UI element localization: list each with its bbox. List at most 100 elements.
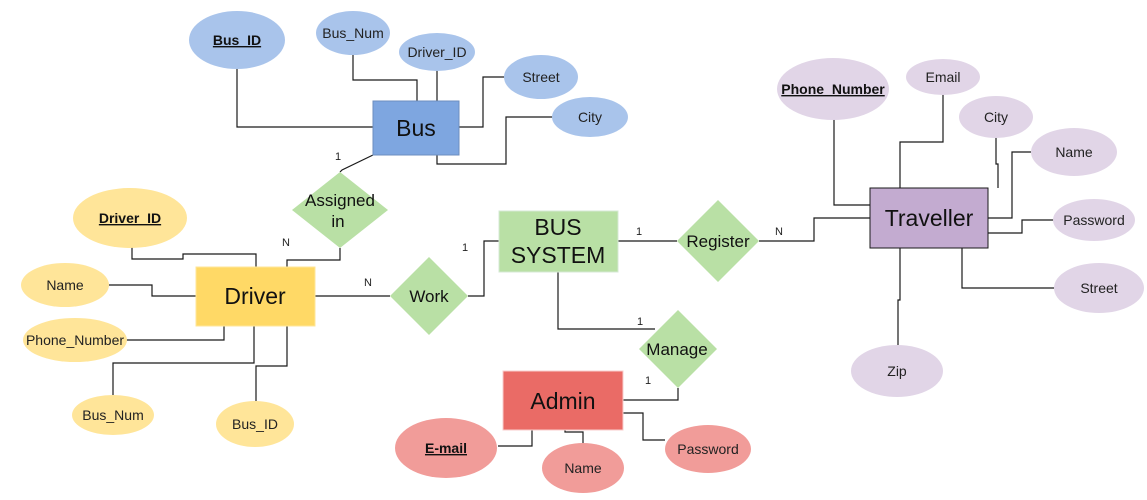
bus-system-group: BUS SYSTEM xyxy=(498,210,619,273)
connector-admin-password xyxy=(623,412,665,441)
connector-bus-busid xyxy=(236,68,373,128)
connector-work-system xyxy=(468,240,499,297)
connector-traveller-zip xyxy=(897,248,901,345)
admin-entity-label: Admin xyxy=(530,388,595,414)
traveller-attr-city[interactable] xyxy=(959,96,1033,138)
admin-attr-password[interactable] xyxy=(665,425,751,473)
traveller-attr-city-label: City xyxy=(984,109,1008,125)
driver-attr-driverid[interactable] xyxy=(73,188,187,248)
connector-manage-admin xyxy=(623,388,679,401)
driver-group: Driver Driver_ID Name Phone_Number Bus_N… xyxy=(21,188,316,447)
connector-register-traveller xyxy=(759,217,870,242)
traveller-attr-name[interactable] xyxy=(1031,128,1117,176)
traveller-attr-name-label: Name xyxy=(1055,144,1093,160)
cardinality-driver-assigned: N xyxy=(282,237,290,249)
bus-entity[interactable] xyxy=(372,100,460,156)
traveller-attr-street-label: Street xyxy=(1080,280,1117,296)
manage-label: Manage xyxy=(646,340,707,359)
cardinality-admin-manage: 1 xyxy=(645,375,651,387)
connector-assigned-driver xyxy=(286,248,341,267)
assigned-in-label-line1: Assigned xyxy=(305,191,375,210)
connector-traveller-phone xyxy=(833,119,870,206)
cardinality-bus-assigned: 1 xyxy=(335,151,341,163)
connector-driver-name xyxy=(109,284,196,297)
driver-attr-phone[interactable] xyxy=(23,318,127,362)
admin-group: Admin E-mail Name Password xyxy=(395,370,751,493)
cardinality-system-work: 1 xyxy=(462,242,468,254)
driver-attr-busid[interactable] xyxy=(216,401,294,447)
connector-admin-name xyxy=(564,430,584,443)
traveller-entity-label: Traveller xyxy=(885,205,974,231)
cardinality-driver-work: N xyxy=(364,277,372,289)
bus-attr-city[interactable] xyxy=(552,97,628,137)
traveller-attr-email[interactable] xyxy=(906,59,980,95)
assigned-in-group: Assigned in xyxy=(292,172,388,248)
admin-attr-name[interactable] xyxy=(542,443,624,493)
bus-attr-street-label: Street xyxy=(522,69,559,85)
bus-attr-driverid-label: Driver_ID xyxy=(407,44,466,60)
bus-entity-label: Bus xyxy=(396,115,436,141)
manage-relationship[interactable] xyxy=(639,310,717,388)
bus-attr-city-label: City xyxy=(578,109,602,125)
bus-attr-street[interactable] xyxy=(504,55,578,99)
traveller-attr-email-label: Email xyxy=(925,69,960,85)
register-group: Register xyxy=(677,200,759,282)
bus-attr-busid[interactable] xyxy=(189,11,285,69)
connector-bus-assigned xyxy=(339,154,374,173)
connector-traveller-password xyxy=(988,219,1054,234)
connector-bus-city xyxy=(436,116,553,165)
admin-entity[interactable] xyxy=(502,370,624,431)
driver-entity-label: Driver xyxy=(224,283,286,309)
connector-bus-busnum xyxy=(352,55,418,101)
register-relationship[interactable] xyxy=(677,200,759,282)
driver-attr-driverid-label: Driver_ID xyxy=(99,210,161,226)
manage-group: Manage xyxy=(639,310,717,388)
connector-driver-phone xyxy=(126,326,225,341)
admin-attr-email[interactable] xyxy=(395,418,497,478)
register-label: Register xyxy=(686,232,750,251)
bus-attr-busid-label: Bus_ID xyxy=(213,32,261,48)
bus-system-entity[interactable] xyxy=(498,210,619,273)
bus-system-label-line1: BUS xyxy=(534,214,581,240)
traveller-attr-password[interactable] xyxy=(1053,199,1135,241)
cardinality-system-manage: 1 xyxy=(637,316,643,328)
traveller-entity[interactable] xyxy=(869,187,989,249)
bus-attr-busnum[interactable] xyxy=(316,11,390,55)
traveller-attr-street[interactable] xyxy=(1054,263,1144,313)
connector-admin-email xyxy=(498,430,533,447)
driver-attr-busid-label: Bus_ID xyxy=(232,416,278,432)
cardinality-system-register: 1 xyxy=(636,226,642,238)
cardinality-traveller-register: N xyxy=(775,226,783,238)
driver-attr-phone-label: Phone_Number xyxy=(26,332,124,348)
connector-driver-busnum xyxy=(112,326,255,397)
assigned-in-relationship[interactable] xyxy=(292,172,388,248)
driver-attr-name-label: Name xyxy=(46,277,84,293)
connector-bus-street xyxy=(459,76,505,128)
connector-traveller-email xyxy=(899,93,944,188)
work-relationship[interactable] xyxy=(390,257,468,335)
driver-entity[interactable] xyxy=(195,266,316,327)
work-group: Work xyxy=(390,257,468,335)
work-label: Work xyxy=(409,287,449,306)
cardinality-labels: 1 N 1 N 1 N 1 1 xyxy=(282,151,783,387)
bus-attr-driverid[interactable] xyxy=(399,33,475,71)
driver-attr-busnum-label: Bus_Num xyxy=(82,407,143,423)
connector-traveller-city xyxy=(995,137,999,188)
driver-attr-busnum[interactable] xyxy=(72,395,154,435)
driver-attr-name[interactable] xyxy=(21,263,109,307)
traveller-attr-phone[interactable] xyxy=(777,58,889,120)
traveller-attr-zip-label: Zip xyxy=(887,363,907,379)
bus-system-label-line2: SYSTEM xyxy=(511,242,606,268)
admin-attr-email-label: E-mail xyxy=(425,440,467,456)
admin-attr-name-label: Name xyxy=(564,460,602,476)
connector-driver-driverid xyxy=(131,245,257,267)
connector-system-manage xyxy=(557,272,655,330)
connector-driver-busid xyxy=(255,326,288,401)
connectors xyxy=(109,55,1054,447)
traveller-attr-zip[interactable] xyxy=(851,345,943,397)
assigned-in-label-line2: in xyxy=(331,212,344,231)
traveller-attr-password-label: Password xyxy=(1063,212,1124,228)
bus-group: Bus Bus_ID Bus_Num Driver_ID Street City xyxy=(189,11,628,156)
